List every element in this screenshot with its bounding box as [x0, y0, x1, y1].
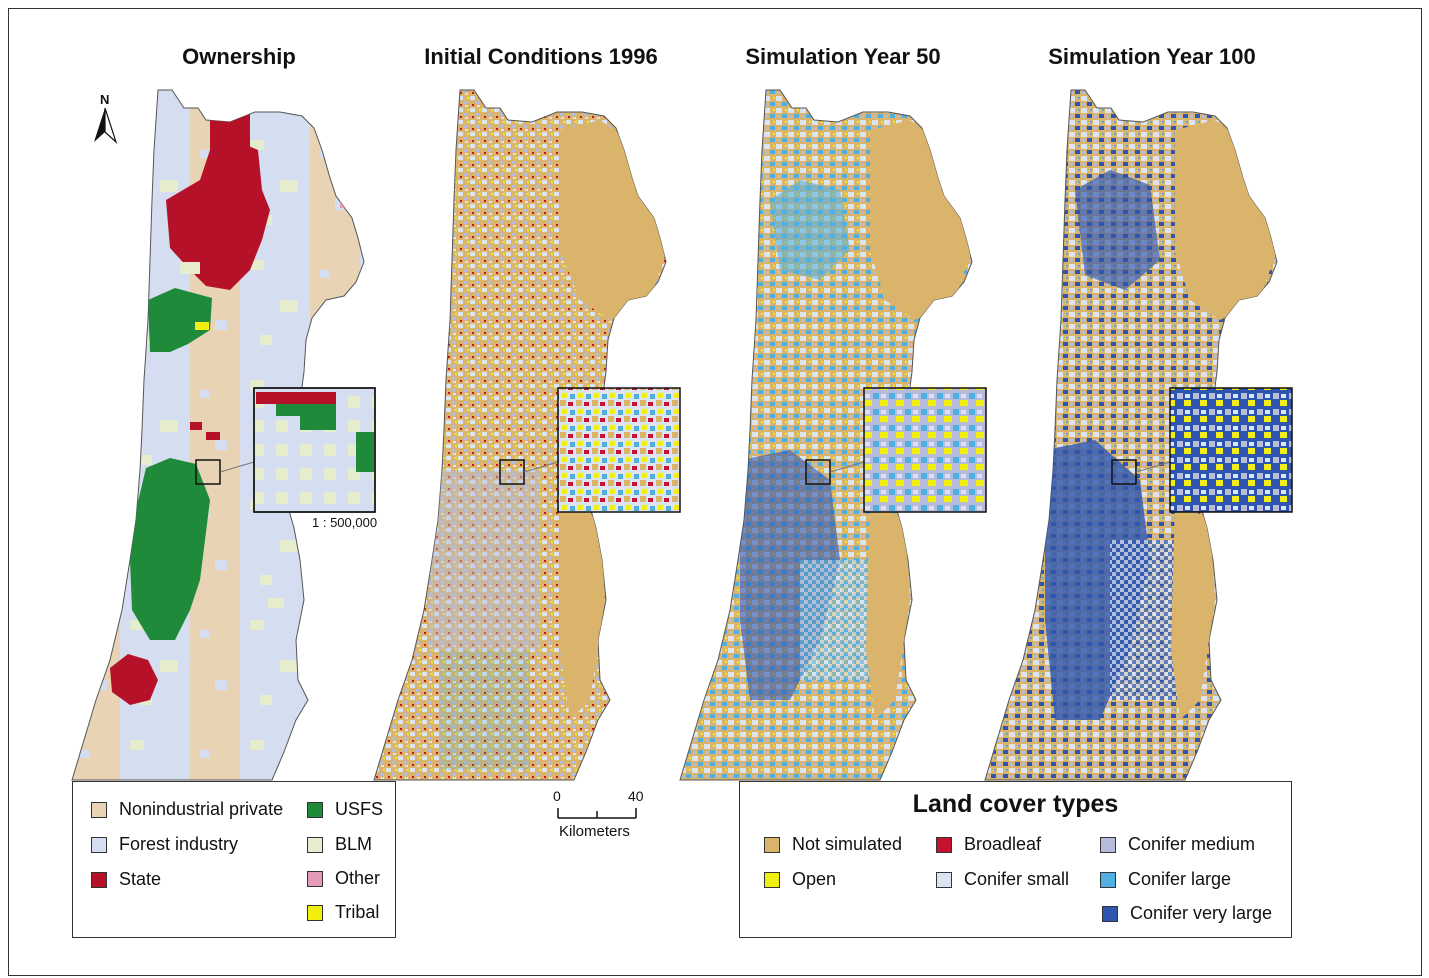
- legend-item-conifer-small: Conifer small: [936, 869, 1069, 890]
- swatch: [936, 871, 952, 888]
- swatch: [936, 836, 952, 853]
- panel-title-initial-conditions: Initial Conditions 1996: [424, 44, 658, 69]
- swatch: [1102, 905, 1118, 922]
- legend-item-blm: BLM: [307, 834, 372, 855]
- legend-item-not-simulated: Not simulated: [764, 834, 902, 855]
- swatch: [764, 836, 780, 853]
- scale-end-label: 40: [628, 788, 644, 804]
- swatch: [91, 801, 107, 818]
- landcover-legend-title: Land cover types: [912, 790, 1119, 818]
- ownership-legend: Nonindustrial private Forest industry St…: [72, 781, 396, 938]
- legend-item-tribal: Tribal: [307, 902, 379, 923]
- legend-item-other: Other: [307, 868, 380, 889]
- swatch: [764, 871, 780, 888]
- north-label: N: [100, 92, 110, 107]
- swatch: [307, 904, 323, 921]
- swatch: [91, 836, 107, 853]
- swatch: [1100, 871, 1116, 888]
- legend-item-usfs: USFS: [307, 799, 383, 820]
- inset-initial-conditions: [557, 387, 681, 513]
- swatch: [307, 801, 323, 818]
- scale-unit-label: Kilometers: [559, 823, 630, 840]
- landcover-legend: Land cover types Not simulated Open Broa…: [739, 781, 1292, 938]
- scale-bar: [557, 808, 637, 819]
- swatch: [1100, 836, 1116, 853]
- legend-item-forest-industry: Forest industry: [91, 834, 238, 855]
- north-arrow-icon: [94, 107, 118, 144]
- panel-title-ownership: Ownership: [182, 44, 296, 69]
- swatch: [307, 836, 323, 853]
- legend-item-open: Open: [764, 869, 836, 890]
- legend-item-state: State: [91, 869, 161, 890]
- panel-title-year-100: Simulation Year 100: [1048, 44, 1256, 69]
- legend-item-nonindustrial-private: Nonindustrial private: [91, 799, 283, 820]
- inset-year-50: [863, 387, 987, 513]
- legend-item-broadleaf: Broadleaf: [936, 834, 1041, 855]
- map-ownership: [71, 89, 376, 781]
- legend-item-conifer-medium: Conifer medium: [1100, 834, 1255, 855]
- legend-item-conifer-large: Conifer large: [1100, 869, 1231, 890]
- inset-year-100: [1169, 387, 1293, 513]
- legend-item-conifer-very-large: Conifer very large: [1102, 903, 1272, 924]
- figure-frame: [8, 8, 1422, 976]
- scale-start-label: 0: [553, 788, 561, 804]
- swatch: [307, 870, 323, 887]
- panel-title-year-50: Simulation Year 50: [745, 44, 941, 69]
- swatch: [91, 871, 107, 888]
- scale-ratio: 1 : 500,000: [312, 515, 378, 530]
